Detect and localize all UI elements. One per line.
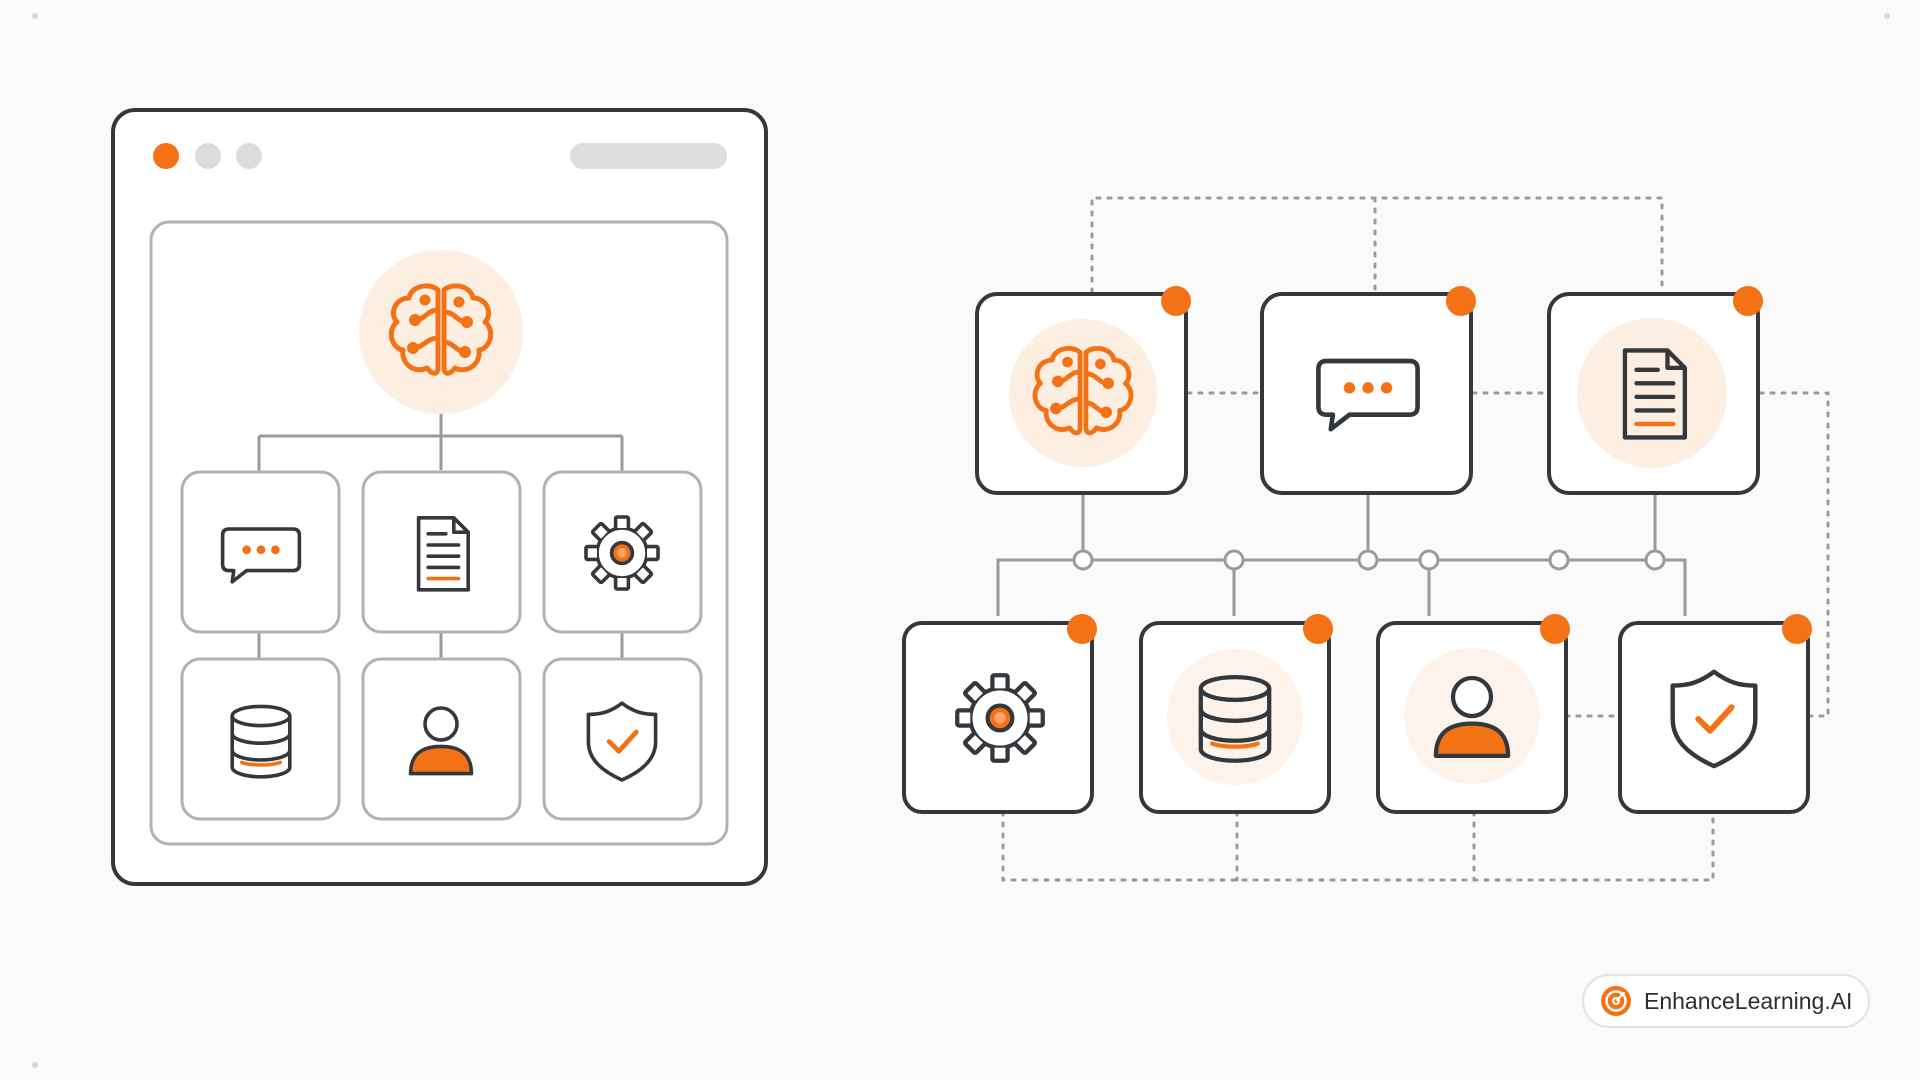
status-dot — [1782, 614, 1812, 644]
status-dot — [1067, 614, 1097, 644]
dotted-links — [1001, 196, 1830, 882]
root-node-halo — [359, 250, 523, 414]
network-node-settings[interactable] — [902, 614, 1097, 814]
network-node-chat[interactable] — [1260, 286, 1476, 495]
gear-icon — [957, 675, 1043, 761]
module-card-document[interactable] — [361, 470, 522, 634]
module-card-security[interactable] — [542, 657, 703, 821]
bus-connectors — [996, 494, 1687, 616]
status-dot — [1303, 614, 1333, 644]
network-node-document[interactable] — [1547, 286, 1763, 495]
app-window — [111, 108, 768, 886]
bus-junctions — [1072, 549, 1666, 571]
window-minimize-dot[interactable] — [195, 143, 221, 169]
network-node-user[interactable] — [1376, 614, 1570, 814]
window-close-dot[interactable] — [153, 143, 179, 169]
brand-badge[interactable]: EnhanceLearning.AI — [1582, 974, 1870, 1028]
corner-dot — [32, 13, 38, 19]
target-logo-icon — [1601, 986, 1631, 1016]
service-network — [902, 196, 1830, 882]
gear-icon — [584, 515, 660, 591]
network-node-security[interactable] — [1618, 614, 1812, 814]
window-maximize-dot[interactable] — [236, 143, 262, 169]
status-dot — [1540, 614, 1570, 644]
corner-dot — [32, 1062, 38, 1068]
address-bar[interactable] — [570, 143, 727, 169]
corner-dot — [1884, 13, 1890, 19]
hierarchy-connectors — [257, 412, 624, 659]
module-card-database[interactable] — [180, 657, 341, 821]
network-node-database[interactable] — [1139, 614, 1333, 814]
network-node-brain[interactable] — [975, 286, 1191, 495]
status-dot — [1161, 286, 1191, 316]
status-dot — [1733, 286, 1763, 316]
status-dot — [1446, 286, 1476, 316]
brand-name: EnhanceLearning.AI — [1644, 987, 1853, 1014]
